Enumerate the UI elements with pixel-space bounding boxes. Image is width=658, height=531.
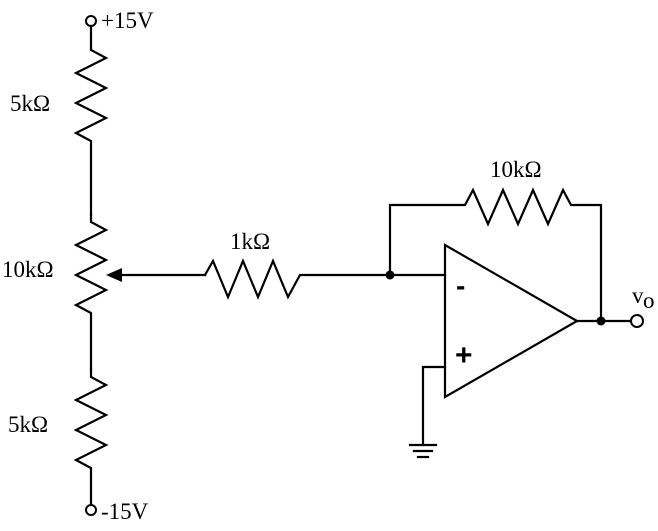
potentiometer-label: 10kΩ: [2, 257, 54, 282]
bottom-resistor: [73, 368, 109, 507]
negative-supply-label: -15V: [101, 499, 149, 524]
positive-supply-terminal-icon: [85, 15, 97, 27]
ground-icon: [408, 443, 438, 459]
feedback-resistor: [388, 187, 603, 323]
feedback-resistor-label: 10kΩ: [490, 157, 542, 182]
output-label-subscript: o: [643, 288, 655, 313]
noninverting-input-wire: [421, 365, 447, 447]
output-terminal-icon: [630, 314, 644, 328]
opamp-noninverting-sign: +: [455, 339, 473, 372]
wiper-arrow-icon: [106, 268, 122, 282]
top-resistor-label: 5kΩ: [10, 91, 50, 116]
input-resistor-label: 1kΩ: [230, 229, 270, 254]
output-junction-icon: [596, 316, 606, 326]
output-label: v: [632, 283, 644, 308]
positive-supply-label: +15V: [101, 8, 154, 33]
top-resistor: [73, 24, 109, 217]
bottom-resistor-label: 5kΩ: [8, 412, 48, 437]
potentiometer: [73, 213, 109, 372]
opamp-inverting-sign: -: [456, 270, 465, 301]
input-resistor: [203, 258, 392, 300]
opamp-body: [443, 243, 580, 399]
negative-supply-terminal-icon: [85, 504, 97, 516]
